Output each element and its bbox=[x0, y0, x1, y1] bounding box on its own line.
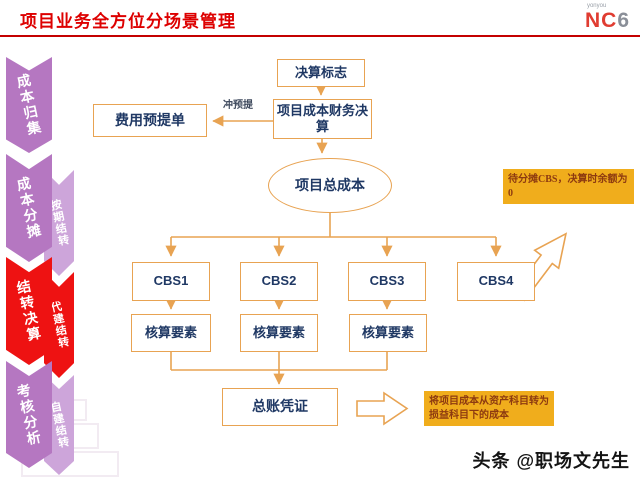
sidebar-item-label: 成本分摊 bbox=[14, 175, 44, 241]
byline-watermark: 头条 @职场文先生 bbox=[472, 451, 630, 471]
logo-small-text: yonyou bbox=[586, 3, 607, 9]
logo-version: 6 bbox=[617, 9, 630, 32]
node-accounting-element-3: 核算要素 bbox=[349, 314, 427, 352]
node-project-cost-financial-settlement: 项目成本财务决算 bbox=[273, 99, 372, 139]
logo-brand: NC bbox=[584, 9, 618, 32]
node-settlement-flag: 决算标志 bbox=[277, 59, 365, 87]
node-cbs3: CBS3 bbox=[348, 262, 426, 301]
page-title: 项目业务全方位分场景管理 bbox=[20, 12, 236, 31]
header-divider bbox=[0, 35, 640, 37]
sidebar-item-cost-allocation: 成本分摊 bbox=[6, 154, 52, 262]
sidebar-item-carryover-settlement: 结转决算 bbox=[6, 257, 52, 365]
sidebar-item-label: 结转决算 bbox=[14, 278, 44, 344]
node-cbs1: CBS1 bbox=[132, 262, 210, 301]
block-arrow-right bbox=[356, 391, 409, 426]
node-expense-accrual-order: 费用预提单 bbox=[93, 104, 207, 137]
node-general-ledger-voucher: 总账凭证 bbox=[222, 388, 338, 426]
node-accounting-element-1: 核算要素 bbox=[131, 314, 211, 352]
sidebar-item-cost-collection: 成本归集 bbox=[6, 57, 52, 153]
sidebar-item-label: 成本归集 bbox=[14, 72, 44, 138]
note-pending-cbs-balance: 待分摊CBS，决算时余额为0 bbox=[503, 169, 634, 204]
sidebar-item-label: 考核分析 bbox=[14, 381, 44, 448]
node-accounting-element-2: 核算要素 bbox=[240, 314, 318, 352]
node-cbs2: CBS2 bbox=[240, 262, 318, 301]
sidebar-item-assessment-analysis: 考核分析 bbox=[6, 361, 52, 468]
note-asset-to-pl-transfer: 将项目成本从资产科目转为损益科目下的成本 bbox=[424, 391, 554, 426]
arrow-label-reverse-accrual: 冲预提 bbox=[221, 96, 255, 111]
node-project-total-cost: 项目总成本 bbox=[268, 158, 392, 213]
node-cbs4: CBS4 bbox=[457, 262, 535, 301]
